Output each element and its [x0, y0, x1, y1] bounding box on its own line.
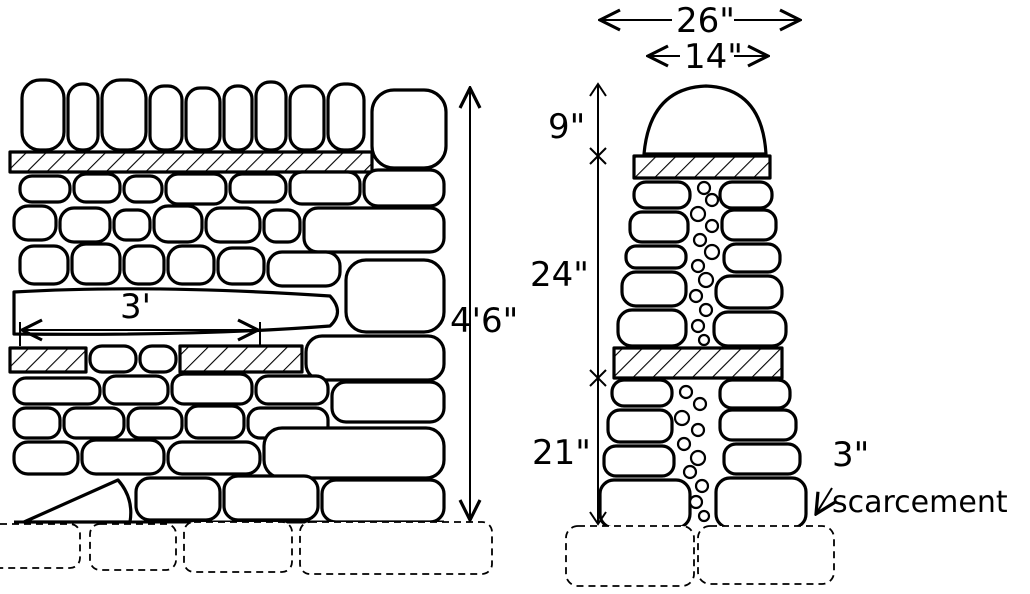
total-height-label: 4'6": [450, 301, 518, 341]
foundation-stones: [0, 521, 493, 575]
scarcement-label: scarcement: [832, 485, 1008, 520]
lower-height-label: 21": [532, 433, 591, 473]
lower-hearting-stones: [673, 384, 711, 523]
top-batter-label: 14": [684, 37, 743, 77]
top-through-stone: [632, 154, 772, 180]
middle-through-stone: [612, 346, 784, 380]
scarcement-arrow: [816, 487, 832, 514]
upper-section-stones: [616, 180, 788, 348]
top-course-hatched: [8, 150, 374, 174]
coping-height-label: 9": [548, 107, 585, 147]
section-foundation-stones: [565, 525, 835, 587]
lower-wall-stones: [12, 372, 446, 524]
lower-section-stones: [598, 378, 808, 530]
wall-cross-section: 26" 14" 9" 24" 21" 3" scarcement: [530, 1, 1008, 587]
wall-elevation: 3' 4'6": [0, 78, 518, 575]
coping-width-label: 26": [676, 1, 735, 41]
upper-height-label: 24": [530, 255, 589, 295]
scarcement-size-label: 3": [832, 435, 869, 475]
through-stone-course: [8, 334, 446, 382]
coping-stone: [642, 84, 768, 156]
coping-stones: [20, 78, 448, 170]
through-spacing-label: 3': [120, 287, 151, 327]
upper-wall-stones: [12, 168, 446, 336]
upper-hearting-stones: [688, 180, 721, 347]
